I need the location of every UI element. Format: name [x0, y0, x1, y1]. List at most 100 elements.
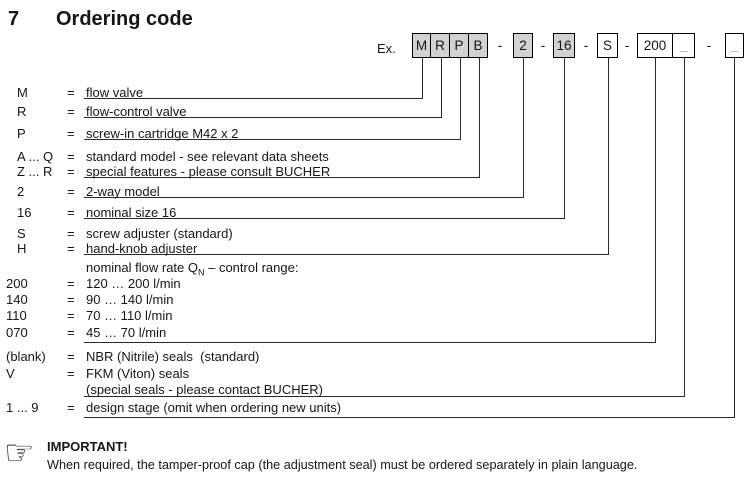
- code-box-label: S: [602, 38, 612, 53]
- code-description: 90 … 140 l/min: [86, 292, 174, 307]
- code-description: flow-control valve: [86, 104, 187, 119]
- connector-underline-16: [84, 218, 565, 219]
- code-row-1 ... 9: 1 ... 9 = design stage (omit when ordering…: [0, 400, 753, 416]
- code-row-H: H=hand-knob adjuster: [0, 241, 753, 257]
- code-separator-dash: -: [706, 38, 712, 53]
- code-label: S: [17, 226, 26, 241]
- connector-underline-design: [84, 417, 735, 418]
- connector-vertical-200: [655, 58, 656, 342]
- code-row-P: P=screw-in cartridge M42 x 2: [0, 126, 753, 142]
- connector-underline-M: [84, 98, 423, 99]
- equals-sign: =: [67, 325, 75, 340]
- connector-vertical-2: [523, 58, 524, 197]
- code-label: 070: [6, 325, 28, 340]
- code-label: 16: [17, 205, 32, 220]
- note-title: IMPORTANT!: [47, 439, 128, 454]
- connector-vertical-B: [479, 58, 480, 177]
- code-label: (blank): [6, 349, 46, 364]
- connector-underline-200: [84, 342, 656, 343]
- code-box-label: _: [730, 38, 739, 53]
- code-box-P: P: [449, 33, 469, 58]
- code-description: nominal size 16: [86, 205, 177, 220]
- description-fragment: – control range:: [204, 260, 299, 275]
- connector-vertical-P: [460, 58, 461, 139]
- equals-sign: =: [67, 308, 75, 323]
- connector-underline-S: [84, 254, 609, 255]
- code-box-label: 2: [519, 38, 527, 53]
- code-box-label: P: [454, 38, 464, 53]
- code-description: design stage (omit when ordering new uni…: [86, 400, 342, 415]
- code-row-110: 110=70 … 110 l/min: [0, 308, 753, 324]
- equals-sign: =: [67, 149, 75, 164]
- code-description: (special seals - please contact BUCHER): [86, 382, 323, 397]
- code-row-V: V=FKM (Viton) seals: [0, 366, 753, 382]
- code-box-label: 16: [556, 38, 572, 53]
- code-description: 120 … 200 l/min: [86, 276, 181, 291]
- connector-underline-2: [84, 197, 524, 198]
- equals-sign: =: [67, 85, 75, 100]
- code-separator-dash: -: [583, 38, 589, 53]
- code-label: 1 ... 9: [6, 400, 39, 415]
- code-box-R: R: [430, 33, 450, 58]
- connector-vertical-R: [441, 58, 442, 117]
- code-label: 2: [17, 184, 25, 199]
- code-row-16: 16 = nominal size 16: [0, 205, 753, 221]
- description-fragment: nominal flow rate Q: [86, 260, 198, 275]
- code-row-Z ... R: Z ... R=special features - please consul…: [0, 164, 753, 180]
- connector-vertical-S: [608, 58, 609, 254]
- code-box-S: S: [597, 33, 618, 58]
- code-row-S: S = screw adjuster (standard): [0, 226, 753, 242]
- code-label: H: [17, 241, 27, 256]
- code-row-200: 200=120 … 200 l/min: [0, 276, 753, 292]
- code-row-M: M = flow valve: [0, 85, 753, 101]
- code-row-label-9: nominal flow rate QN – control range:: [0, 260, 753, 278]
- code-label: M: [17, 85, 28, 100]
- code-label: 140: [6, 292, 28, 307]
- connector-underline-P: [84, 139, 461, 140]
- equals-sign: =: [67, 400, 75, 415]
- example-label: Ex.: [377, 41, 396, 56]
- equals-sign: =: [67, 226, 75, 241]
- code-row-2: 2=2-way model: [0, 184, 753, 200]
- connector-underline-B: [84, 177, 480, 178]
- pointing-hand-icon: ☞: [4, 434, 35, 472]
- code-box-2: 2: [513, 33, 533, 58]
- code-row-R: R = flow-control valve: [0, 104, 753, 120]
- code-description: special features - please consult BUCHER: [86, 164, 331, 179]
- connector-vertical-M: [422, 58, 423, 98]
- code-label: 200: [6, 276, 28, 291]
- connector-vertical-seal: [684, 58, 685, 396]
- equals-sign: =: [67, 104, 75, 119]
- connector-underline-seal: [84, 396, 685, 397]
- code-description: FKM (Viton) seals: [86, 366, 190, 381]
- code-row-140: 140 = 90 … 140 l/min: [0, 292, 753, 308]
- code-row-(blank): (blank)=NBR (Nitrile) seals (standard): [0, 349, 753, 365]
- code-description: screw-in cartridge M42 x 2: [86, 126, 239, 141]
- code-label: A ... Q: [17, 149, 54, 164]
- code-separator-dash: -: [497, 38, 503, 53]
- code-label: R: [17, 104, 27, 119]
- connector-vertical-design: [734, 58, 735, 417]
- code-description: standard model - see relevant data sheet…: [86, 149, 329, 164]
- code-description: NBR (Nitrile) seals (standard): [86, 349, 260, 364]
- connector-underline-R: [84, 117, 442, 118]
- code-description: nominal flow rate QN – control range:: [86, 260, 298, 278]
- equals-sign: =: [67, 241, 75, 256]
- code-row-A ... Q: A ... Q = standard model - see relevant da…: [0, 149, 753, 165]
- code-description: flow valve: [86, 85, 144, 100]
- code-description: screw adjuster (standard): [86, 226, 233, 241]
- connector-vertical-16: [564, 58, 565, 218]
- code-box-_: _: [672, 33, 695, 58]
- code-description: 2-way model: [86, 184, 160, 199]
- note-body: When required, the tamper-proof cap (the…: [47, 457, 638, 472]
- page-title: Ordering code: [56, 8, 193, 30]
- code-box-label: R: [435, 38, 445, 53]
- code-description: 45 … 70 l/min: [86, 325, 167, 340]
- equals-sign: =: [67, 205, 75, 220]
- code-label: Z ... R: [17, 164, 53, 179]
- description-fragment: N: [198, 267, 205, 278]
- code-separator-dash: -: [540, 38, 546, 53]
- equals-sign: =: [67, 292, 75, 307]
- code-label: P: [17, 126, 26, 141]
- code-description: 70 … 110 l/min: [86, 308, 173, 323]
